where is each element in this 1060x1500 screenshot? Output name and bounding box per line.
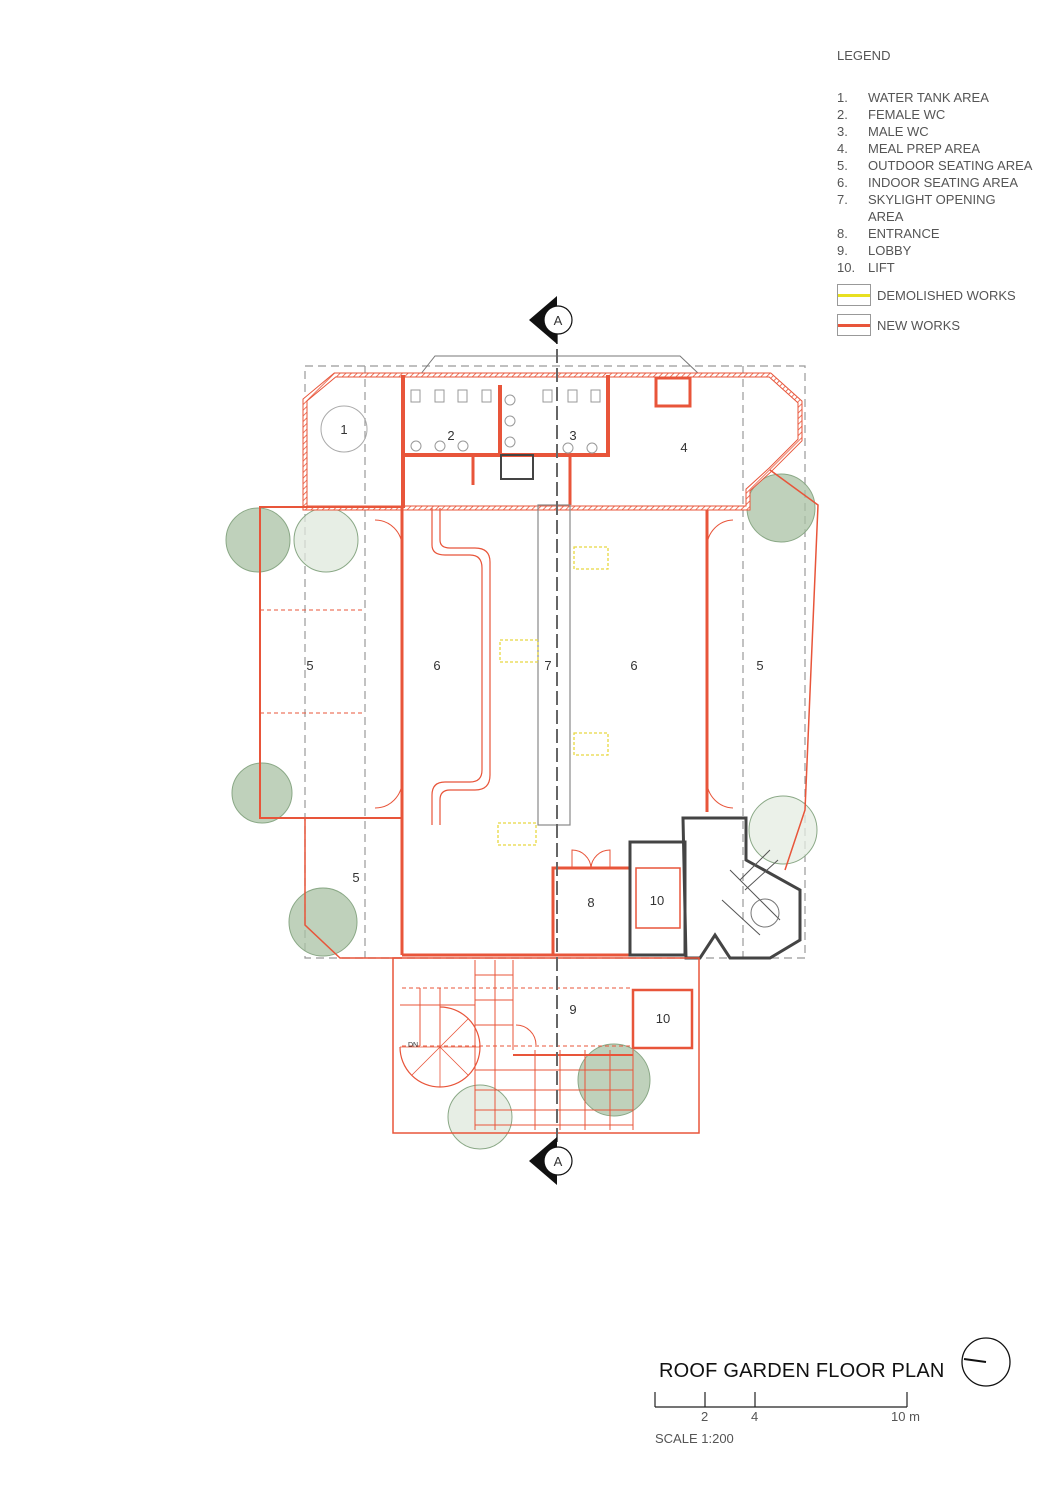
legend-item-number: 6.	[837, 175, 848, 190]
svg-text:A: A	[554, 1154, 563, 1169]
section-marker-bottom[interactable]: A	[529, 1137, 573, 1185]
room-tag-female-wc: 2	[447, 428, 454, 443]
section-marker-top[interactable]: A	[529, 296, 573, 344]
demolished-elements	[497, 546, 609, 846]
legend-item-label: WATER TANK AREA	[868, 90, 989, 105]
legend-key-label: DEMOLISHED WORKS	[877, 287, 1016, 303]
legend-item-number: 9.	[837, 243, 848, 258]
top-block-walls	[302, 372, 803, 511]
legend-item-label: MALE WC	[868, 124, 929, 139]
legend-item-number: 1.	[837, 90, 848, 105]
legend-item-number: 8.	[837, 226, 848, 241]
legend-item-label: ENTRANCE	[868, 226, 940, 241]
room-tag-outdoor-left: 5	[306, 658, 313, 673]
room-tags: 1 2 3 4 5 6 7 6 5 5 8 10 9 10	[306, 422, 763, 1026]
room-tag-water-tank: 1	[340, 422, 347, 437]
room-tag-outdoor-lower: 5	[352, 870, 359, 885]
room-tag-male-wc: 3	[569, 428, 576, 443]
stair-down-label: DN	[408, 1042, 418, 1049]
legend-item-label: LIFT	[868, 260, 895, 275]
scale-tick-10: 10 m	[891, 1409, 920, 1424]
legend-item-label: INDOOR SEATING AREA	[868, 175, 1019, 190]
room-tag-entrance: 8	[587, 895, 594, 910]
trees	[225, 473, 818, 1150]
skylight-opening	[537, 504, 571, 826]
legend-item-number: 4.	[837, 141, 848, 156]
lobby-block	[392, 957, 700, 1134]
legend-item: 2. FEMALE WC	[837, 106, 1033, 123]
scale-tick-2: 2	[701, 1409, 709, 1424]
room-tag-lobby: 9	[569, 1002, 576, 1017]
demolished-swatch	[837, 284, 871, 306]
legend-item-label: OUTDOOR SEATING AREA	[868, 158, 1033, 173]
room-tag-lift-upper: 10	[650, 893, 664, 908]
legend-item-number: 3.	[837, 124, 848, 139]
room-tag-indoor-left: 6	[433, 658, 440, 673]
new-works-swatch	[837, 314, 871, 336]
legend-item-number: 7.	[837, 192, 848, 207]
legend-item-number: 10.	[837, 260, 856, 275]
room-tag-meal-prep: 4	[680, 440, 687, 455]
legend-item: 3. MALE WC	[837, 123, 1033, 140]
room-tag-skylight: 7	[544, 658, 551, 673]
legend-item-number: 5.	[837, 158, 848, 173]
legend-item: 9. LOBBY	[837, 242, 1033, 259]
legend-item: 4. MEAL PREP AREA	[837, 140, 1033, 157]
legend: LEGEND 1. WATER TANK AREA 2. FEMALE WC 3. MAL…	[837, 48, 1033, 336]
legend-item: 1. WATER TANK AREA	[837, 89, 1033, 106]
hall-walls	[259, 469, 819, 959]
drawing-title: ROOF GARDEN FLOOR PLAN	[659, 1360, 945, 1382]
legend-item: 5. OUTDOOR SEATING AREA	[837, 157, 1033, 174]
legend-key-demolished: DEMOLISHED WORKS	[837, 284, 1033, 306]
legend-item-number: 2.	[837, 107, 848, 122]
legend-item-label: LOBBY	[868, 243, 912, 258]
scale-bar	[654, 1392, 908, 1408]
legend-item-label: SKYLIGHT OPENING AREA	[868, 192, 996, 224]
legend-item-label: MEAL PREP AREA	[868, 141, 980, 156]
scale-tick-4: 4	[751, 1409, 759, 1424]
room-tag-indoor-right: 6	[630, 658, 637, 673]
legend-item-label: FEMALE WC	[868, 107, 946, 122]
room-tag-lift-lower: 10	[656, 1011, 670, 1026]
legend-key-new: NEW WORKS	[837, 314, 1033, 336]
room-tag-outdoor-right: 5	[756, 658, 763, 673]
legend-key-label: NEW WORKS	[877, 317, 961, 333]
legend-item: 6. INDOOR SEATING AREA	[837, 174, 1033, 191]
legend-item: 10. LIFT	[837, 259, 1033, 276]
legend-item: 7. SKYLIGHT OPENING AREA	[837, 191, 1033, 225]
legend-title: LEGEND	[837, 48, 891, 63]
svg-text:A: A	[554, 313, 563, 328]
scale-label: SCALE 1:200	[655, 1431, 734, 1446]
legend-item: 8. ENTRANCE	[837, 225, 1033, 242]
north-arrow-icon	[961, 1337, 1011, 1387]
spiral-stair	[399, 1006, 481, 1088]
